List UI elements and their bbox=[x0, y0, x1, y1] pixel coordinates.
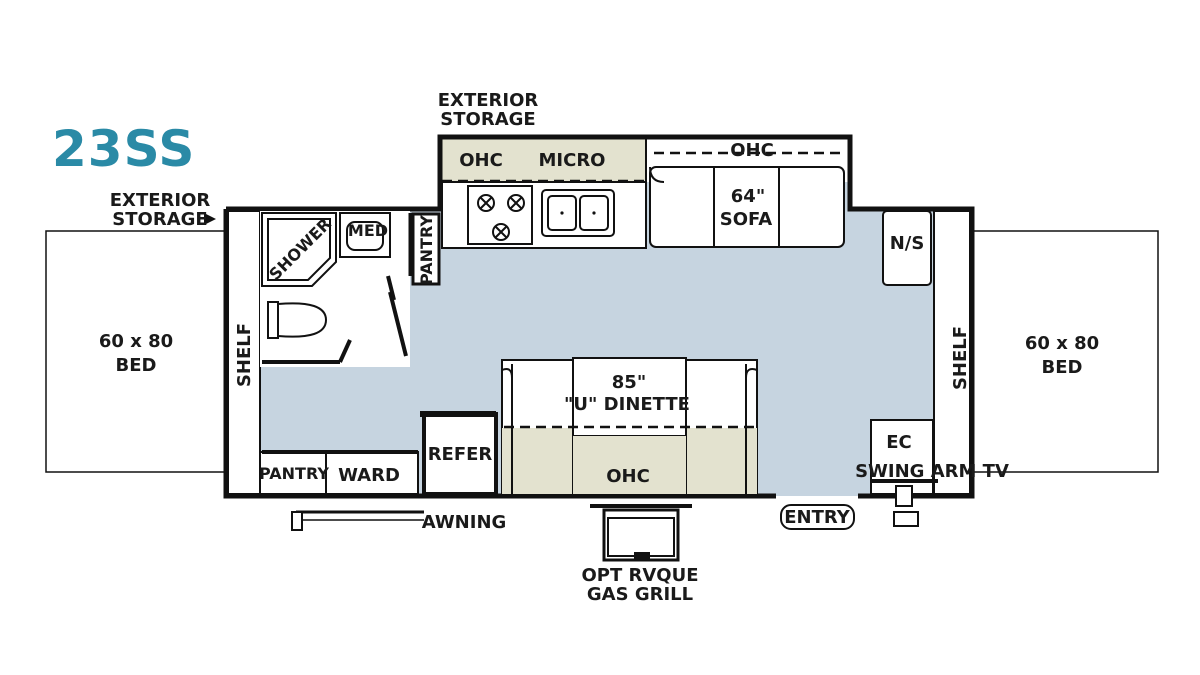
sofa-size: 64" bbox=[731, 186, 765, 207]
pantry-top bbox=[411, 212, 441, 286]
refer-label: REFER bbox=[428, 444, 493, 465]
med-label: MED bbox=[348, 221, 388, 240]
entry-badge bbox=[780, 504, 855, 530]
kitchen-counter bbox=[441, 181, 647, 249]
sink-icon bbox=[541, 189, 615, 237]
bathroom bbox=[260, 211, 412, 367]
left-bed bbox=[45, 230, 227, 473]
outer-wall bbox=[223, 134, 975, 499]
kitchen-ohc-band bbox=[442, 139, 646, 181]
micro-label: MICRO bbox=[539, 150, 606, 171]
entry-label: ENTRY bbox=[784, 507, 851, 528]
exterior-storage-top-label-1: EXTERIOR bbox=[438, 90, 539, 111]
swing-arm-tv-label: SWING ARM TV bbox=[855, 461, 1009, 482]
left-bed-label: BED bbox=[116, 355, 157, 376]
model-name: 23SS bbox=[52, 120, 195, 178]
nightstand bbox=[882, 210, 932, 286]
sofa bbox=[649, 166, 845, 248]
ward-label: WARD bbox=[338, 465, 400, 486]
sofa-label: SOFA bbox=[720, 209, 772, 230]
awning bbox=[291, 510, 424, 531]
ec-label: EC bbox=[886, 432, 912, 453]
awning-label: AWNING bbox=[422, 512, 507, 533]
kitchen-ohc-label: OHC bbox=[459, 150, 503, 171]
left-bed-size: 60 x 80 bbox=[99, 331, 173, 352]
pantry-top-label: PANTRY bbox=[417, 215, 436, 285]
exterior-storage-left-label-1: EXTERIOR bbox=[110, 190, 211, 211]
right-bed-size: 60 x 80 bbox=[1025, 333, 1099, 354]
arrow-icon bbox=[204, 213, 216, 225]
toilet-icon bbox=[267, 301, 328, 339]
dinette bbox=[501, 357, 758, 495]
dinette-ohc-label: OHC bbox=[606, 466, 650, 487]
exterior-storage-left-label-2: STORAGE bbox=[112, 209, 207, 230]
dinette-size: 85" bbox=[612, 372, 646, 393]
sofa-ohc-label: OHC bbox=[730, 140, 774, 161]
dinette-label: "U" DINETTE bbox=[564, 394, 690, 415]
shelf-right-label: SHELF bbox=[950, 326, 971, 390]
grill-label-2: GAS GRILL bbox=[587, 584, 693, 605]
grill-label-1: OPT RVQUE bbox=[581, 565, 698, 586]
nightstand-label: N/S bbox=[890, 233, 925, 254]
left-shelf bbox=[227, 210, 261, 495]
right-shelf bbox=[933, 210, 971, 495]
gas-grill-icon bbox=[590, 504, 692, 562]
right-bed bbox=[971, 230, 1159, 473]
shelf-left-label: SHELF bbox=[234, 323, 255, 387]
pantry-bottom-label: PANTRY bbox=[259, 464, 329, 483]
exterior-storage-top-label-2: STORAGE bbox=[440, 109, 535, 130]
right-bed-label: BED bbox=[1042, 357, 1083, 378]
pantry-ward bbox=[259, 451, 419, 495]
stove-icon bbox=[467, 185, 533, 245]
